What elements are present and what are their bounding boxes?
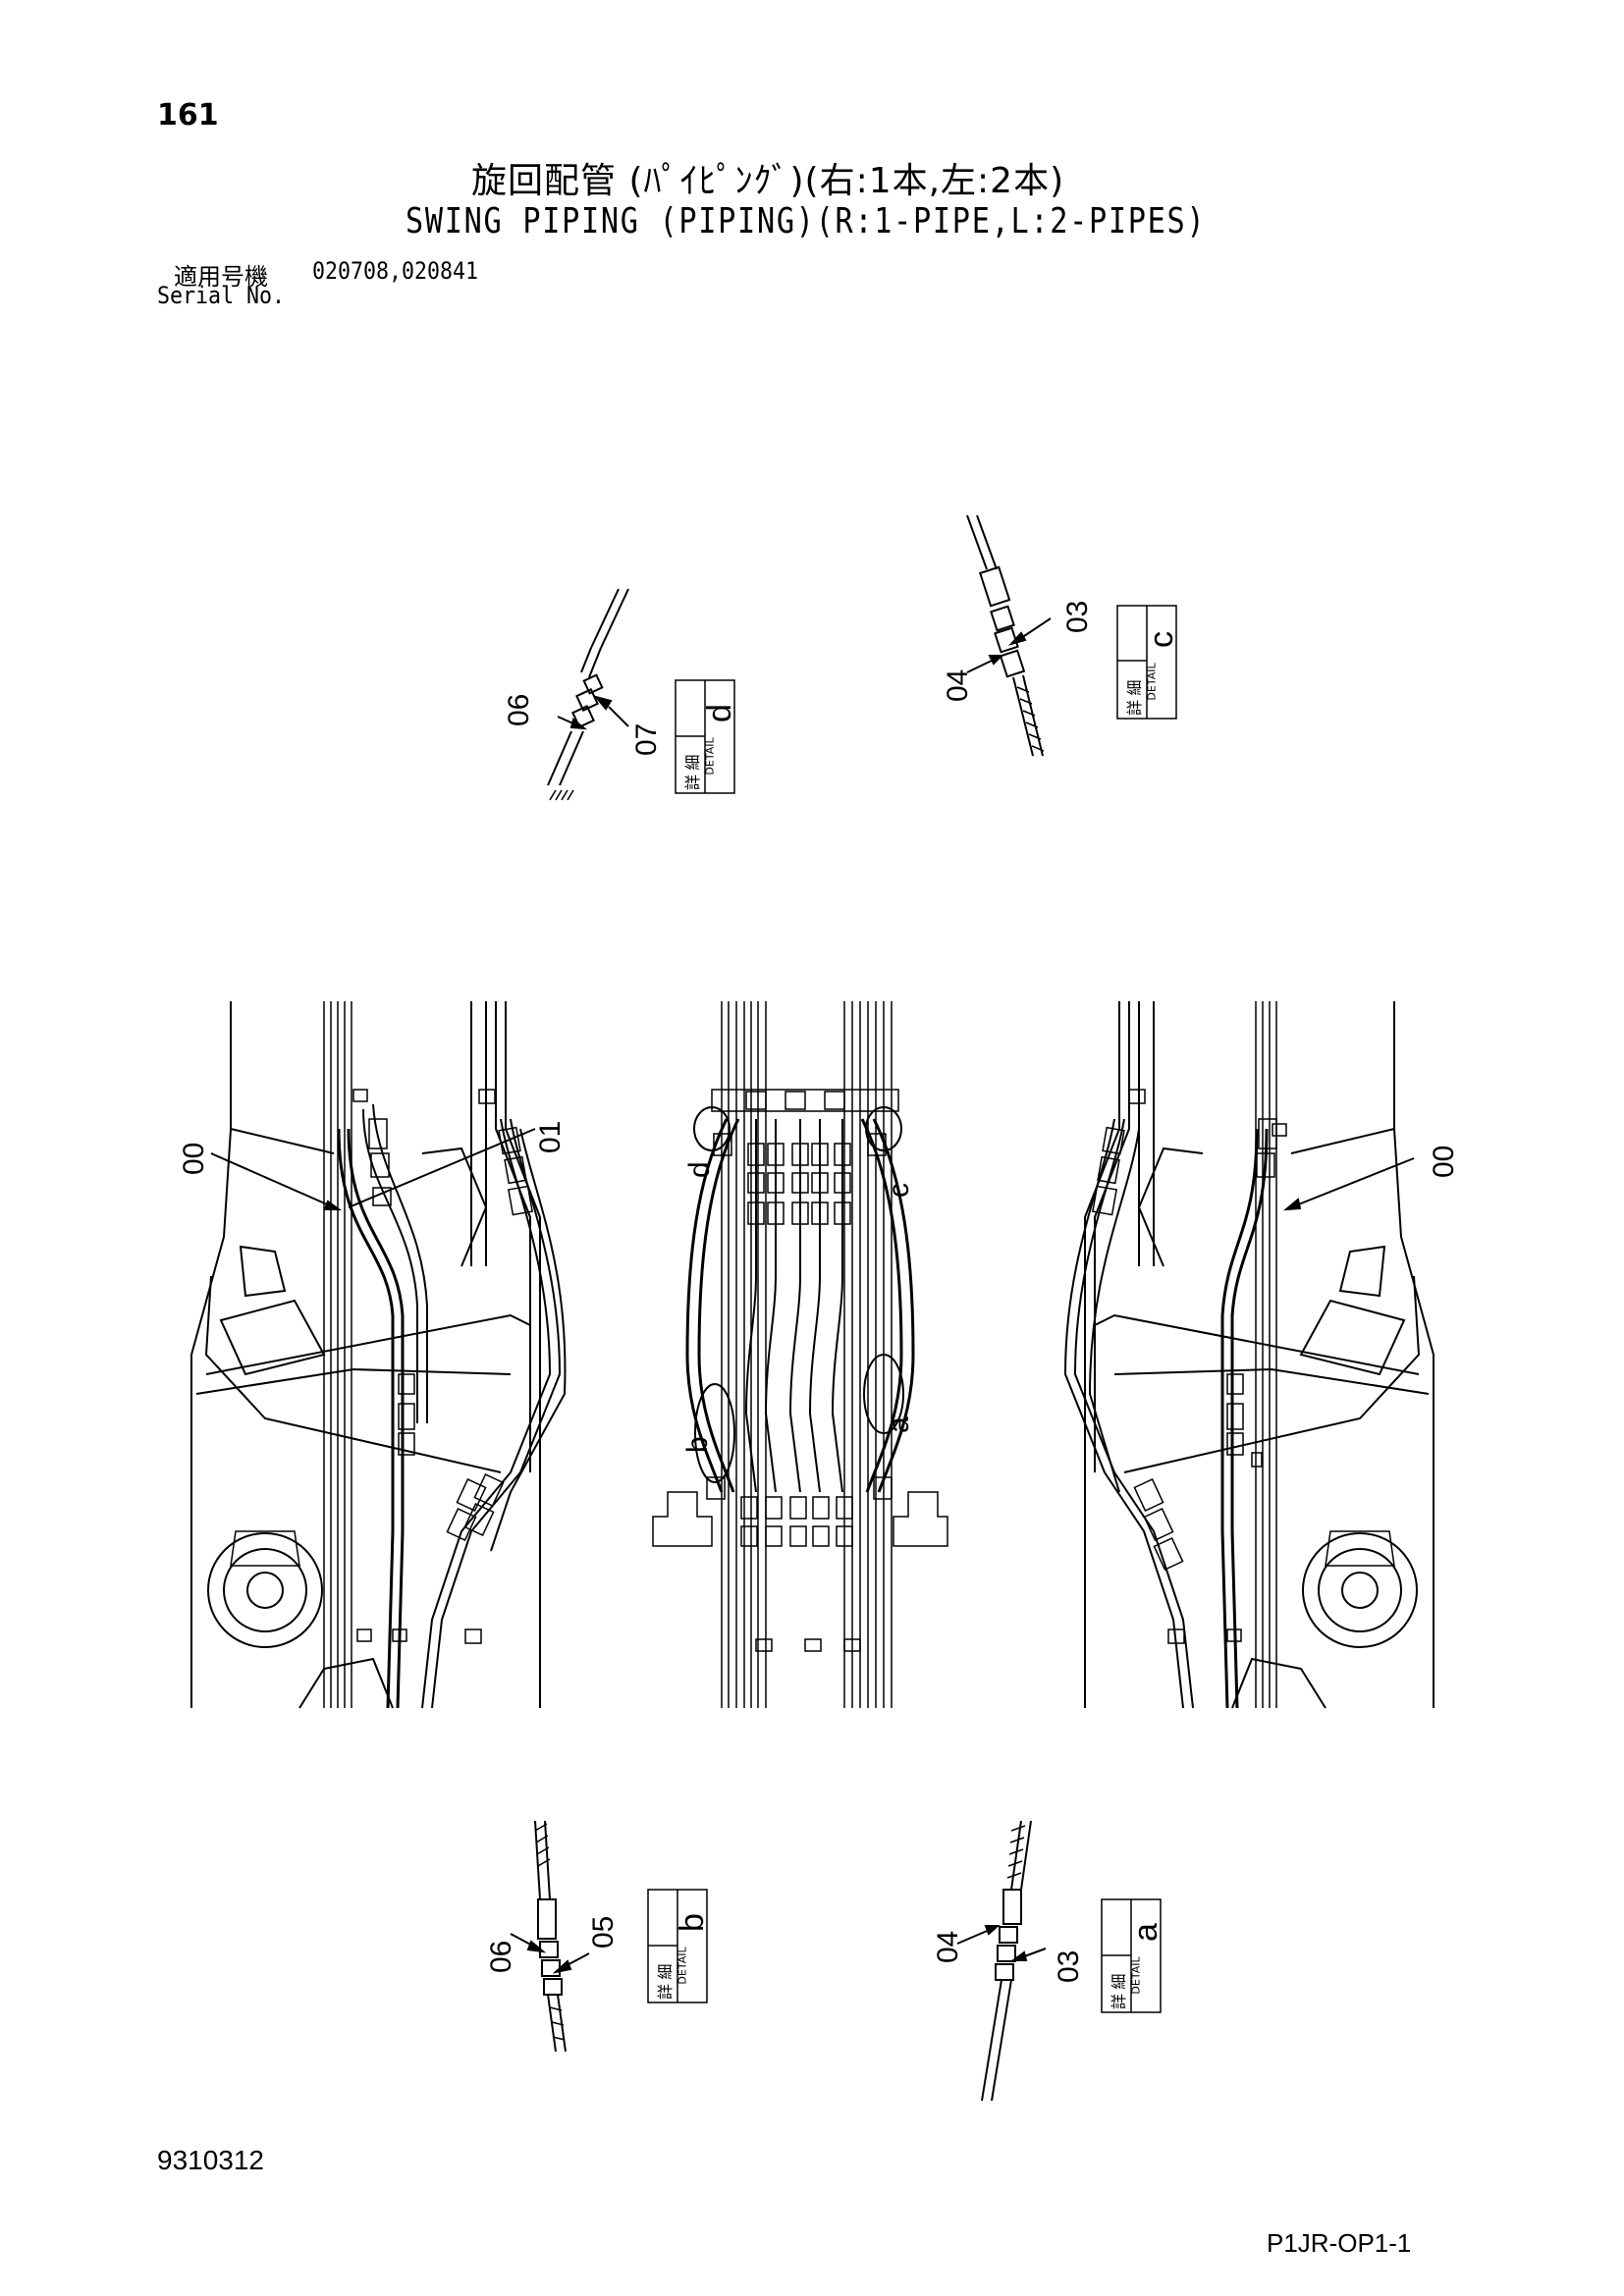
callout-center-c: c xyxy=(883,1183,915,1198)
detail-a-en-text: DETAIL xyxy=(1129,1956,1143,1995)
page-number: 161 xyxy=(157,98,219,133)
detail-c-view: 03 04 xyxy=(942,514,1094,757)
main-view-center: d c b a xyxy=(652,1001,948,1708)
detail-a-label-jp: 詳 細 xyxy=(1110,1974,1128,2009)
serial-label-english: Serial No. xyxy=(157,282,286,309)
detail-c-label-jp: 詳 細 xyxy=(1126,680,1144,716)
detail-a-view: 04 03 xyxy=(932,1820,1085,2102)
detail-a-part-03: 03 xyxy=(1053,1950,1085,1983)
callout-center-d: d xyxy=(683,1161,716,1178)
detail-c-en-wrap: DETAIL xyxy=(1146,654,1170,713)
detail-c-box: 詳 細 c xyxy=(1116,605,1180,720)
detail-b-en-text: DETAIL xyxy=(676,1947,689,1985)
serial-label-japanese: 適用号機 xyxy=(174,263,268,291)
callout-left-00: 00 xyxy=(178,1143,210,1175)
callout-right-00: 00 xyxy=(1428,1146,1460,1178)
serial-numbers: 020708,020841 xyxy=(312,257,479,285)
detail-d-part-06: 06 xyxy=(503,694,535,726)
detail-b-part-05: 05 xyxy=(587,1916,620,1949)
detail-d-part-07: 07 xyxy=(630,723,663,756)
main-view-left: 00 01 xyxy=(178,1001,567,1709)
detail-d-en-text: DETAIL xyxy=(703,737,717,775)
sheet-code: P1JR-OP1-1 xyxy=(1267,2228,1412,2258)
page-title-japanese: 旋回配管 (ﾊﾟｲﾋﾟﾝｸﾞ)(右:1本,左:2本) xyxy=(471,161,1065,201)
detail-a-en-wrap: DETAIL xyxy=(1130,1948,1155,2006)
detail-b-letter: b xyxy=(674,1913,711,1932)
callout-center-a: a xyxy=(883,1416,915,1433)
detail-d-letter: d xyxy=(701,704,738,722)
detail-b-part-06: 06 xyxy=(485,1941,517,1973)
detail-c-letter: c xyxy=(1143,631,1180,648)
detail-d-label-jp: 詳 細 xyxy=(684,755,702,790)
drawing-code: 9310312 xyxy=(157,2145,265,2175)
detail-a-letter: a xyxy=(1127,1923,1164,1942)
main-view-right: 00 xyxy=(1063,1001,1460,1709)
detail-d-box: 詳 細 DETAIL d xyxy=(675,679,738,794)
detail-a-part-04: 04 xyxy=(932,1931,964,1963)
callout-center-b: b xyxy=(681,1436,714,1453)
page-title-english: SWING PIPING (PIPING)(R:1-PIPE,L:2-PIPES… xyxy=(406,201,1207,241)
detail-b-en-wrap: DETAIL xyxy=(677,1938,701,1997)
detail-b-label-jp: 詳 細 xyxy=(657,1964,675,2000)
detail-d-en-wrap: DETAIL xyxy=(704,728,729,787)
detail-c-en-text: DETAIL xyxy=(1145,663,1159,701)
detail-b-box: 詳 細 b xyxy=(647,1889,711,2003)
detail-a-box: 詳 細 a xyxy=(1101,1898,1164,2013)
detail-b-view: 06 05 xyxy=(485,1820,620,2053)
callout-left-01: 01 xyxy=(534,1121,567,1153)
detail-c-part-04: 04 xyxy=(942,669,974,702)
detail-d-view: 06 07 xyxy=(503,588,663,801)
detail-c-part-03: 03 xyxy=(1061,601,1094,633)
